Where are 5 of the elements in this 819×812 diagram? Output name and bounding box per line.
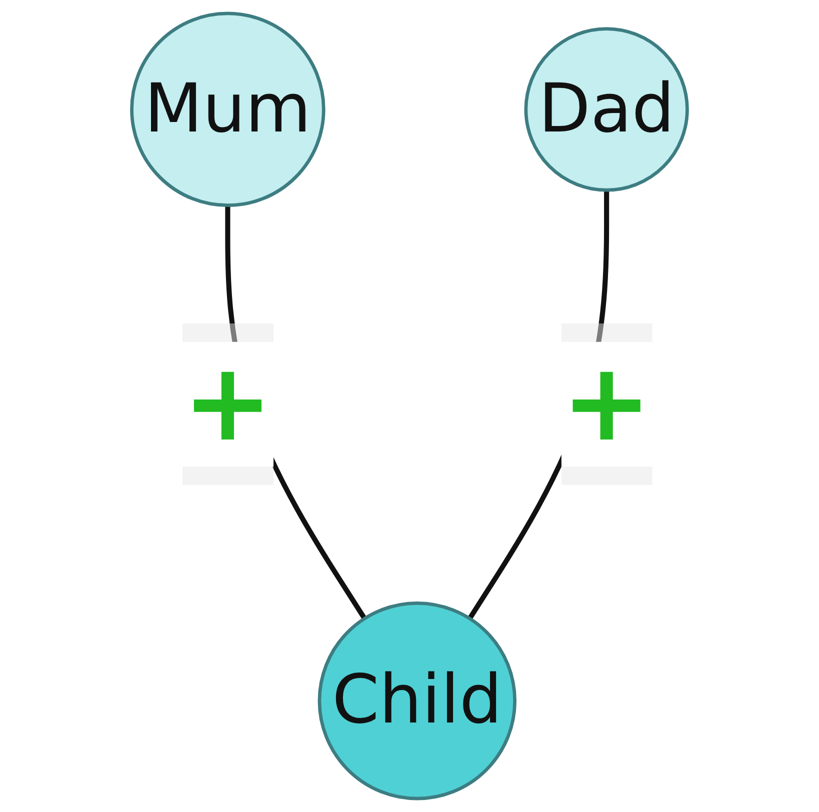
node-circle: Mum: [130, 12, 326, 208]
edge-label: +: [182, 342, 273, 467]
node-circle: Child: [318, 601, 516, 800]
edge-label: +: [561, 342, 652, 467]
node-circle: Dad: [524, 27, 689, 192]
